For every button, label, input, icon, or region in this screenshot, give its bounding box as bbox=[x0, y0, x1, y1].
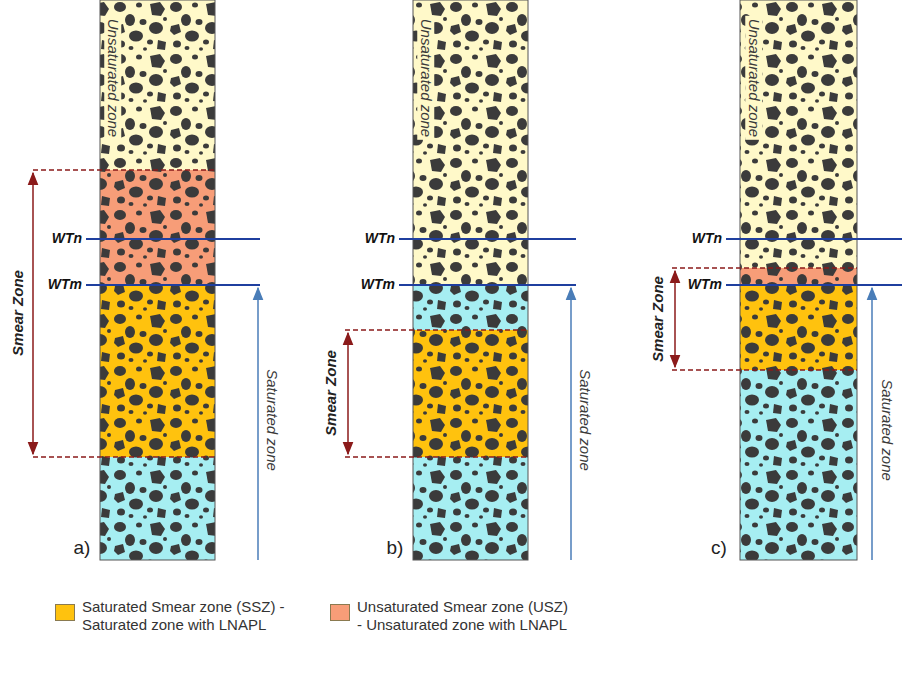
soil-column bbox=[100, 0, 215, 560]
zone-label: Unsaturated zone bbox=[746, 16, 763, 140]
water-table-label: WTm bbox=[48, 277, 82, 292]
water-table-label: WTn bbox=[692, 231, 722, 246]
zone-label: Saturated zone bbox=[264, 369, 281, 471]
legend-text: Unsaturated Smear zone (USZ) - Unsaturat… bbox=[357, 598, 577, 634]
smear-zone-label: Smear Zone bbox=[10, 270, 27, 356]
smear-zone-bracket bbox=[33, 170, 857, 457]
water-table-label: WTm bbox=[361, 277, 395, 292]
panel-letter: a) bbox=[74, 538, 91, 559]
zone-label: Unsaturated zone bbox=[418, 16, 435, 140]
panel-letter: c) bbox=[711, 538, 727, 559]
zone-label: Unsaturated zone bbox=[105, 16, 122, 140]
saturated-zone-arrow bbox=[258, 288, 872, 560]
zone-label: Saturated zone bbox=[577, 369, 594, 471]
legend-swatch bbox=[55, 604, 75, 621]
legend-text: Saturated Smear zone (SSZ) - Saturated z… bbox=[82, 598, 302, 634]
water-table-label: WTn bbox=[365, 231, 395, 246]
water-table-label: WTn bbox=[52, 231, 82, 246]
legend-swatch bbox=[330, 604, 350, 621]
panel-letter: b) bbox=[387, 538, 404, 559]
water-table-label: WTm bbox=[688, 277, 722, 292]
water-table-line bbox=[86, 239, 902, 285]
smear-zone-label: Smear Zone bbox=[323, 350, 340, 436]
zone-label: Saturated zone bbox=[879, 379, 896, 481]
soil-column bbox=[740, 0, 857, 560]
soil-column bbox=[413, 0, 528, 560]
smear-zone-label: Smear Zone bbox=[650, 276, 667, 362]
